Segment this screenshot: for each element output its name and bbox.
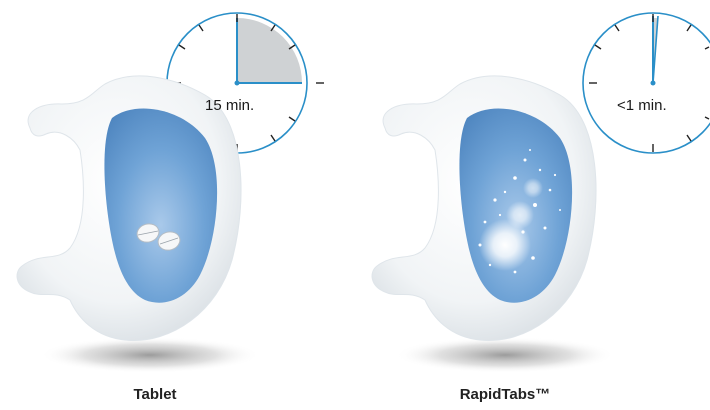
tablet-panel: 15 min. Tablet [0,0,355,410]
tablet-illustration [0,0,355,410]
rapidtabs-illustration [355,0,710,410]
clock-center [235,81,240,86]
clock-time-label: <1 min. [617,97,667,114]
clock-time-label: 15 min. [205,97,254,114]
clock-center [651,81,656,86]
rapidtabs-caption: RapidTabs™ [355,386,655,403]
tablet-caption: Tablet [0,386,310,403]
rapidtabs-panel: <1 min. RapidTabs™ [355,0,710,410]
stomach-shadow [395,337,615,373]
elapsed-wedge [237,18,302,83]
clock-face [583,13,710,153]
clock [583,13,710,153]
stomach-shadow [40,337,260,373]
